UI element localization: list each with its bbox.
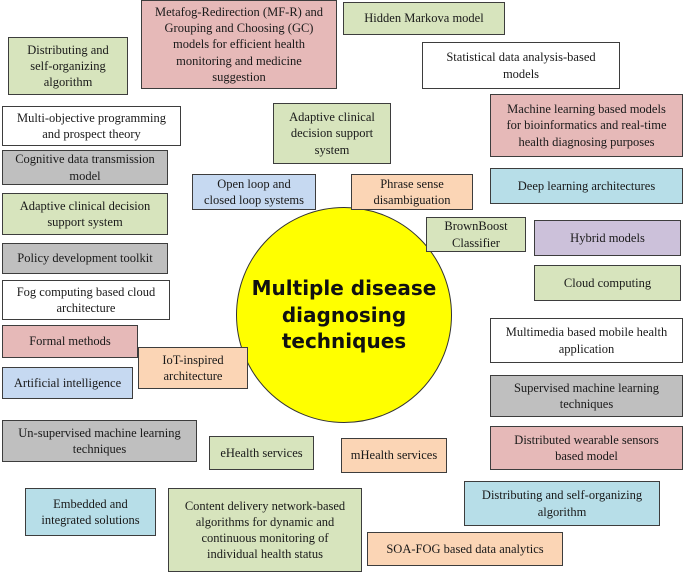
technique-box: Deep learning architectures <box>490 168 683 204</box>
technique-box: Formal methods <box>2 325 138 358</box>
technique-label: eHealth services <box>220 445 303 460</box>
technique-box: Hidden Markova model <box>343 2 505 35</box>
technique-label: Hybrid models <box>570 230 645 245</box>
technique-box: Metafog-Redirection (MF-R) and Grouping … <box>141 0 337 89</box>
technique-box: Cloud computing <box>534 265 681 301</box>
central-topic-circle: Multiple disease diagnosing techniques <box>236 207 452 423</box>
technique-label: Multimedia based mobile health applicati… <box>505 325 668 356</box>
technique-label: Adaptive clinical decision support syste… <box>19 198 151 229</box>
technique-label: Multi-objective programming and prospect… <box>17 110 166 141</box>
technique-label: Un-supervised machine learning technique… <box>18 425 181 456</box>
technique-box: Statistical data analysis-based models <box>422 42 620 89</box>
technique-label: mHealth services <box>350 448 438 463</box>
technique-box: SOA-FOG based data analytics <box>367 532 563 566</box>
technique-box: eHealth services <box>209 436 314 470</box>
technique-label: Embedded and integrated solutions <box>41 496 140 527</box>
technique-label: Distributing and self-organizing algorit… <box>27 42 109 90</box>
technique-box: Adaptive clinical decision support syste… <box>2 193 168 235</box>
technique-box: IoT-inspired architecture <box>138 347 248 389</box>
technique-label: Distributing and self-organizing algorit… <box>481 488 643 519</box>
technique-box: Open loop and closed loop systems <box>192 174 316 210</box>
technique-box: Supervised machine learning techniques <box>490 375 683 417</box>
technique-label: Open loop and closed loop systems <box>204 176 304 207</box>
technique-label: Cloud computing <box>563 275 652 290</box>
technique-box: Multimedia based mobile health applicati… <box>490 318 683 363</box>
technique-box: mHealth services <box>341 438 447 473</box>
technique-box: Embedded and integrated solutions <box>25 488 156 536</box>
technique-box: Policy development toolkit <box>2 243 168 274</box>
technique-box: Multi-objective programming and prospect… <box>2 106 181 146</box>
technique-label: Deep learning architectures <box>517 178 656 193</box>
central-topic-title: Multiple disease diagnosing techniques <box>251 276 437 354</box>
technique-box: Distributing and self-organizing algorit… <box>8 37 128 95</box>
technique-label: Statistical data analysis-based models <box>446 50 596 81</box>
technique-box: Machine learning based models for bioinf… <box>490 94 683 157</box>
technique-label: SOA-FOG based data analytics <box>386 541 544 556</box>
technique-label: Adaptive clinical decision support syste… <box>289 110 375 157</box>
technique-label: Cognitive data transmission model <box>15 152 155 183</box>
technique-label: BrownBoost Classifier <box>444 219 508 250</box>
technique-box: Fog computing based cloud architecture <box>2 280 170 320</box>
technique-box: BrownBoost Classifier <box>426 217 526 252</box>
technique-label: Distributed wearable sensors based model <box>514 432 659 463</box>
technique-box: Distributing and self-organizing algorit… <box>464 481 660 526</box>
technique-box: Adaptive clinical decision support syste… <box>273 103 391 164</box>
technique-label: Metafog-Redirection (MF-R) and Grouping … <box>154 4 323 84</box>
technique-label: IoT-inspired architecture <box>162 352 224 383</box>
technique-box: Hybrid models <box>534 220 681 256</box>
technique-box: Content delivery network-based algorithm… <box>168 488 362 572</box>
technique-box: Artificial intelligence <box>2 367 133 399</box>
technique-label: Machine learning based models for bioinf… <box>506 102 667 149</box>
technique-label: Supervised machine learning techniques <box>513 380 660 411</box>
technique-label: Artificial intelligence <box>13 375 122 390</box>
technique-box: Distributed wearable sensors based model <box>490 426 683 470</box>
technique-label: Hidden Markova model <box>364 11 484 26</box>
technique-label: Fog computing based cloud architecture <box>16 284 156 315</box>
technique-label: Formal methods <box>29 334 111 349</box>
technique-label: Policy development toolkit <box>17 251 153 266</box>
technique-box: Phrase sense disambiguation <box>351 174 473 210</box>
technique-box: Un-supervised machine learning technique… <box>2 420 197 462</box>
technique-box: Cognitive data transmission model <box>2 150 168 185</box>
technique-label: Phrase sense disambiguation <box>373 176 451 207</box>
technique-label: Content delivery network-based algorithm… <box>184 498 346 562</box>
